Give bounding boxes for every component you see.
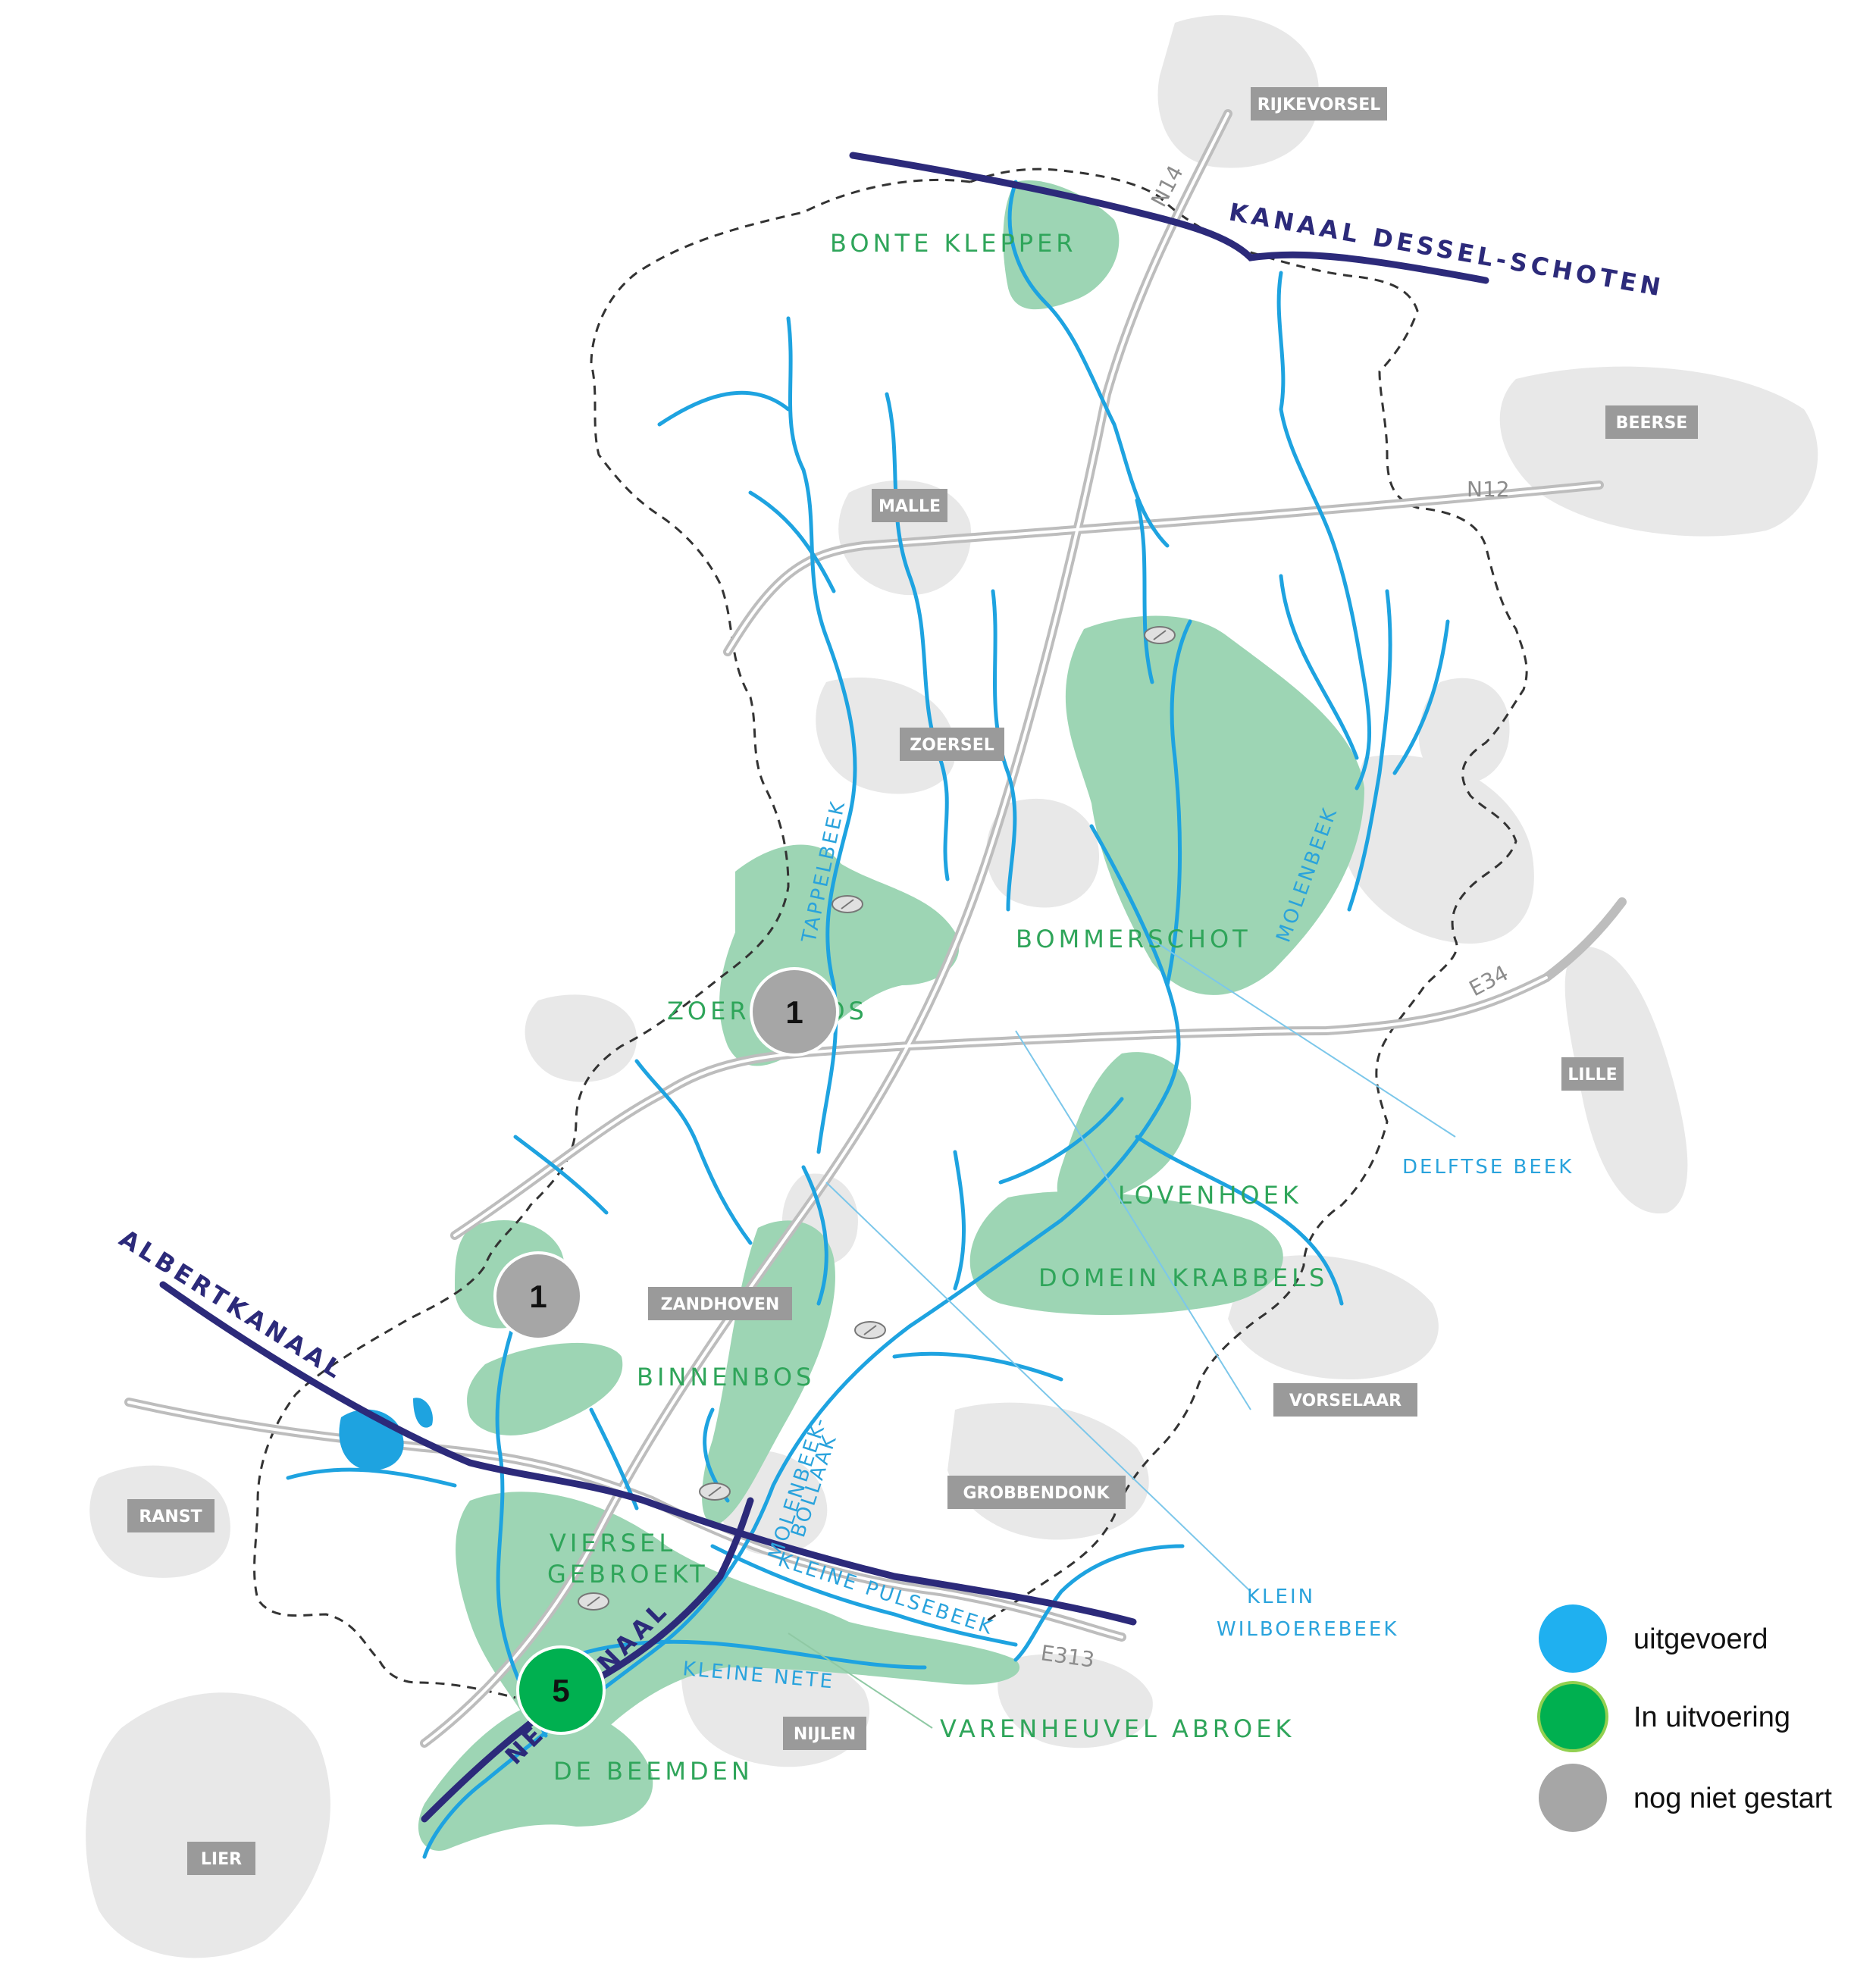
marker-number: 1 bbox=[529, 1279, 547, 1314]
marker-number: 1 bbox=[785, 994, 803, 1030]
svg-text:LILLE: LILLE bbox=[1568, 1066, 1617, 1085]
weir-icon bbox=[1144, 626, 1176, 644]
town-label: VORSELAAR bbox=[1273, 1383, 1417, 1417]
legend-label: nog niet gestart bbox=[1633, 1783, 1832, 1814]
canal-label: ALBERTKANAAL bbox=[114, 1224, 350, 1386]
town-label: ZANDHOVEN bbox=[648, 1287, 792, 1320]
svg-text:RANST: RANST bbox=[139, 1507, 202, 1526]
marker-number: 5 bbox=[552, 1673, 569, 1708]
leader-lines bbox=[788, 939, 1456, 1729]
svg-text:MALLE: MALLE bbox=[878, 497, 941, 516]
svg-text:NIJLEN: NIJLEN bbox=[794, 1725, 856, 1744]
svg-text:GROBBENDONK: GROBBENDONK bbox=[963, 1484, 1110, 1503]
waterway-label: WILBOEREBEEK bbox=[1217, 1618, 1398, 1641]
svg-text:BEERSE: BEERSE bbox=[1616, 414, 1688, 433]
town-label: MALLE bbox=[872, 489, 947, 522]
project-marker[interactable]: 1 bbox=[750, 967, 839, 1057]
svg-text:VORSELAAR: VORSELAAR bbox=[1289, 1392, 1402, 1410]
nature-label: GEBROEKT bbox=[547, 1560, 709, 1589]
town-label: NIJLEN bbox=[783, 1717, 866, 1750]
nature-label: VARENHEUVEL ABROEK bbox=[940, 1714, 1295, 1743]
town-label: ZOERSEL bbox=[900, 728, 1004, 761]
svg-text:LIER: LIER bbox=[201, 1850, 242, 1869]
nature-label: BINNENBOS bbox=[637, 1363, 815, 1392]
nature-label: DE BEEMDEN bbox=[553, 1757, 753, 1786]
town-label: RANST bbox=[127, 1499, 215, 1532]
town-label: LILLE bbox=[1561, 1057, 1624, 1091]
project-marker[interactable]: 1 bbox=[493, 1251, 583, 1341]
basin-boundary bbox=[253, 167, 1528, 1699]
town-labels: RIJKEVORSEL BEERSE MALLE ZOERSEL LILLE Z… bbox=[127, 87, 1698, 1875]
legend-label: uitgevoerd bbox=[1633, 1623, 1768, 1655]
nature-label: DOMEIN KRABBELS bbox=[1038, 1263, 1328, 1292]
weir-icons bbox=[578, 626, 1176, 1611]
nature-label: BOMMERSCHOT bbox=[1016, 925, 1251, 953]
urban-areas bbox=[86, 15, 1818, 1958]
legend-item: nog niet gestart bbox=[1539, 1764, 1832, 1832]
waterway-label: DELFTSE BEEK bbox=[1402, 1156, 1574, 1179]
weir-icon bbox=[699, 1482, 731, 1501]
legend-item: uitgevoerd bbox=[1539, 1604, 1768, 1673]
svg-text:ZANDHOVEN: ZANDHOVEN bbox=[661, 1295, 780, 1314]
waterway-label: KLEIN bbox=[1247, 1586, 1315, 1608]
town-label: LIER bbox=[187, 1842, 255, 1875]
town-label: RIJKEVORSEL bbox=[1251, 87, 1387, 121]
road-label: N12 bbox=[1467, 477, 1510, 502]
canals bbox=[159, 152, 1489, 1823]
nature-label: VIERSEL bbox=[550, 1529, 676, 1557]
project-marker[interactable]: 5 bbox=[516, 1645, 606, 1735]
weir-icon bbox=[854, 1321, 886, 1339]
legend-swatch-icon bbox=[1539, 1764, 1607, 1832]
legend-label: In uitvoering bbox=[1633, 1701, 1790, 1733]
canal-label: KANAAL DESSEL-SCHOTEN bbox=[1227, 197, 1667, 302]
legend-item: In uitvoering bbox=[1537, 1681, 1790, 1752]
town-label: GROBBENDONK bbox=[947, 1476, 1126, 1509]
legend-swatch-icon bbox=[1539, 1604, 1607, 1673]
weir-icon bbox=[832, 895, 863, 913]
legend: uitgevoerd In uitvoering nog niet gestar… bbox=[1537, 1604, 1832, 1832]
town-label: BEERSE bbox=[1605, 405, 1698, 439]
nature-label: LOVENHOEK bbox=[1118, 1181, 1302, 1210]
svg-text:ZOERSEL: ZOERSEL bbox=[910, 736, 994, 755]
nature-labels: BONTE KLEPPER BOMMERSCHOT ZOERSELBOS LOV… bbox=[547, 229, 1328, 1786]
nature-label: BONTE KLEPPER bbox=[830, 229, 1077, 258]
legend-swatch-icon bbox=[1537, 1681, 1608, 1752]
weir-icon bbox=[578, 1592, 609, 1611]
project-markers: 1 1 5 bbox=[493, 967, 839, 1735]
svg-text:RIJKEVORSEL: RIJKEVORSEL bbox=[1257, 95, 1381, 114]
